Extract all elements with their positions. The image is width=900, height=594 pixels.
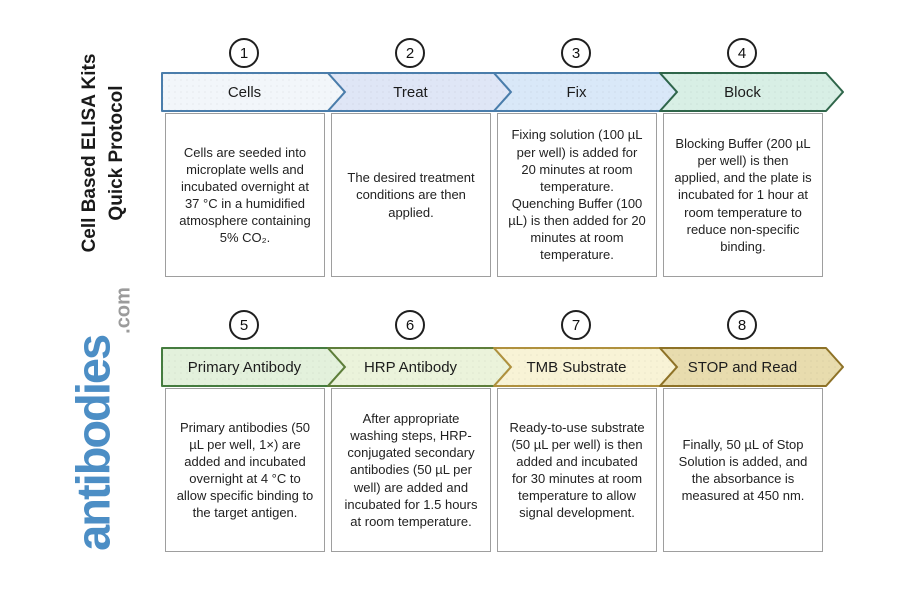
step-description-box: After appropriate washing steps, HRP-con… xyxy=(331,388,491,552)
step-number: 2 xyxy=(405,44,415,62)
protocol-row-1: 1 Cells Cells are seeded into microplate… xyxy=(161,38,900,278)
step-description-box: Ready-to-use substrate (50 µL per well) … xyxy=(497,388,657,552)
step-number: 3 xyxy=(571,44,581,62)
step-number-badge: 1 xyxy=(229,38,259,68)
brand-logo: antibodies.com xyxy=(66,287,135,551)
step-description: Finally, 50 µL of Stop Solution is added… xyxy=(678,436,808,504)
brand-logo-domain: .com xyxy=(112,287,135,334)
step-description: After appropriate washing steps, HRP-con… xyxy=(344,410,478,529)
step-6-hrp-antibody: 6 HRP Antibody After appropriate washing… xyxy=(327,310,512,555)
step-description-box: Primary antibodies (50 µL per well, 1×) … xyxy=(165,388,325,552)
step-3-fix: 3 Fix Fixing solution (100 µL per well) … xyxy=(493,38,678,278)
step-number-badge: 4 xyxy=(727,38,757,68)
protocol-row-2: 5 Primary Antibody Primary antibodies (5… xyxy=(161,310,900,555)
protocol-flow: 1 Cells Cells are seeded into microplate… xyxy=(161,0,900,594)
step-description: Primary antibodies (50 µL per well, 1×) … xyxy=(176,419,314,521)
step-7-tmb-substrate: 7 TMB Substrate Ready-to-use substrate (… xyxy=(493,310,678,555)
step-number: 8 xyxy=(737,316,747,334)
step-number-badge: 2 xyxy=(395,38,425,68)
arrow-shape xyxy=(493,347,678,387)
step-2-treat: 2 Treat The desired treatment conditions… xyxy=(327,38,512,278)
arrow-shape xyxy=(327,72,512,112)
step-number: 4 xyxy=(737,44,747,62)
step-description-box: Finally, 50 µL of Stop Solution is added… xyxy=(663,388,823,552)
page-title-line1: Cell Based ELISA Kits xyxy=(79,53,100,253)
step-description-box: Blocking Buffer (200 µL per well) is the… xyxy=(663,113,823,277)
step-number-badge: 7 xyxy=(561,310,591,340)
step-description-box: Cells are seeded into microplate wells a… xyxy=(165,113,325,277)
arrow-shape xyxy=(659,347,844,387)
arrow-shape xyxy=(327,347,512,387)
step-number: 5 xyxy=(239,316,249,334)
step-number: 6 xyxy=(405,316,415,334)
step-description: Blocking Buffer (200 µL per well) is the… xyxy=(674,135,812,254)
page-title-line2: Quick Protocol xyxy=(106,85,127,221)
arrow-shape xyxy=(493,72,678,112)
step-number-badge: 5 xyxy=(229,310,259,340)
step-number-badge: 3 xyxy=(561,38,591,68)
arrow-shape xyxy=(161,347,346,387)
step-description-box: Fixing solution (100 µL per well) is add… xyxy=(497,113,657,277)
step-description: The desired treatment conditions are the… xyxy=(347,170,475,220)
arrow-shape xyxy=(161,72,346,112)
step-description: Cells are seeded into microplate wells a… xyxy=(179,144,311,246)
page-title: Cell Based ELISA Kits Quick Protocol xyxy=(76,54,130,253)
step-8-stop-and-read: 8 STOP and Read Finally, 50 µL of Stop S… xyxy=(659,310,844,555)
step-number-badge: 8 xyxy=(727,310,757,340)
step-5-primary-antibody: 5 Primary Antibody Primary antibodies (5… xyxy=(161,310,346,555)
step-description: Fixing solution (100 µL per well) is add… xyxy=(508,127,646,263)
step-4-block: 4 Block Blocking Buffer (200 µL per well… xyxy=(659,38,844,278)
brand-logo-text: antibodies xyxy=(66,335,120,551)
step-1-cells: 1 Cells Cells are seeded into microplate… xyxy=(161,38,346,278)
step-number: 1 xyxy=(239,44,249,62)
step-number-badge: 6 xyxy=(395,310,425,340)
arrow-shape xyxy=(659,72,844,112)
step-number: 7 xyxy=(571,316,581,334)
step-description-box: The desired treatment conditions are the… xyxy=(331,113,491,277)
step-description: Ready-to-use substrate (50 µL per well) … xyxy=(509,419,645,521)
